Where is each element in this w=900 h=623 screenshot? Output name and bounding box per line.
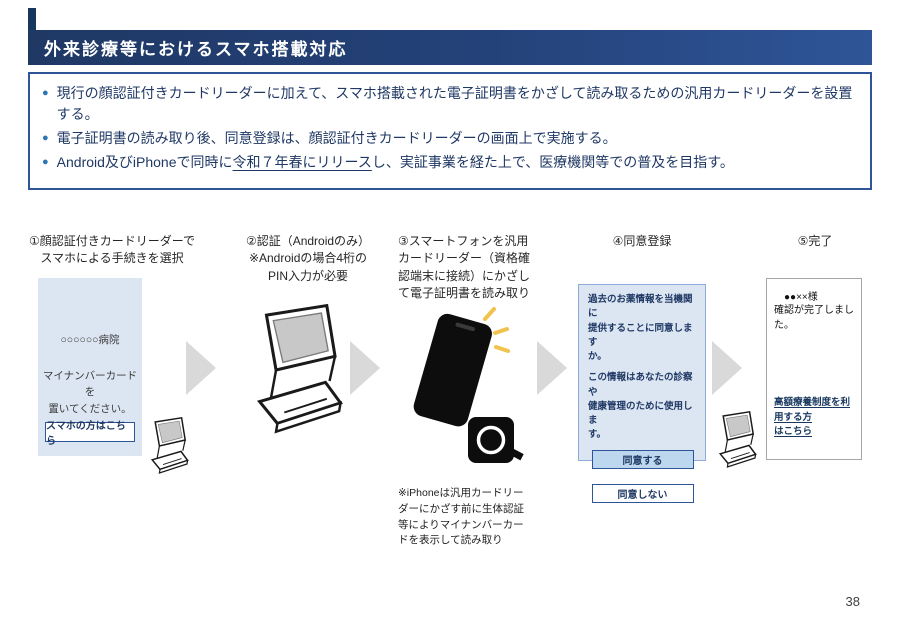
agree-button: 同意する	[591, 449, 694, 469]
arrow-right-icon	[537, 341, 567, 395]
arrow-right-icon	[186, 341, 216, 395]
page-number: 38	[845, 594, 860, 609]
place-card-instruction: マイナンバーカードを 置いてください。	[42, 370, 138, 415]
step4-caption: ④同意登録	[612, 234, 672, 248]
step4-screen-mockup: 過去のお薬情報を当機関に 提供することに同意します か。 この情報はあなたの診察…	[578, 284, 706, 503]
card-reader-icon	[718, 410, 757, 468]
step2-caption: ②認証（Androidのみ） ※Androidの場合4桁の PIN入力が必要	[245, 234, 371, 283]
face-auth-card-reader-icon	[256, 303, 343, 434]
step3-caption: ③スマートフォンを汎用 カードリーダー（資格確 認端末に接続）にかざし て電子証…	[398, 234, 531, 301]
release-date-underlined: 令和７年春にリリース	[232, 154, 372, 170]
bullet-item: ● 現行の顔認証付きカードリーダーに加えて、スマホ搭載された電子証明書をかざして…	[42, 83, 856, 125]
smartphone-option-button: スマホの方はこちら	[45, 421, 135, 447]
summary-box: ● 現行の顔認証付きカードリーダーに加えて、スマホ搭載された電子証明書をかざして…	[28, 72, 872, 190]
consent-question-text: 過去のお薬情報を当機関に 提供することに同意します か。	[588, 294, 693, 362]
hospital-name-text: ○○○○○○病院	[60, 334, 120, 346]
bullet-icon: ●	[42, 87, 49, 99]
iphone-note: ※iPhoneは汎用カードリー ダーにかざす前に生体認証 等によりマイナンバーカ…	[398, 487, 524, 547]
bullet-text-part: し、実証事業を経た上で、医療機関等での普及を目指す。	[371, 154, 734, 170]
step1-screen-mockup: ○○○○○○病院 マイナンバーカードを 置いてください。 スマホの方はこちら	[38, 278, 142, 456]
sparkle-icon	[483, 307, 510, 353]
arrow-right-icon	[712, 341, 742, 395]
completion-message: 確認が完了しました。	[774, 305, 854, 331]
slide-header: 外来診療等におけるスマホ搭載対応	[28, 30, 872, 65]
bullet-item: ● Android及びiPhoneで同時に令和７年春にリリースし、実証事業を経た…	[42, 152, 856, 173]
consent-usage-text: この情報はあなたの診察や 健康管理のために使用しま す。	[588, 372, 693, 441]
bullet-text: 電子証明書の読み取り後、同意登録は、顔認証付きカードリーダーの画面上で実施する。	[56, 130, 617, 146]
card-reader-icon	[150, 416, 189, 474]
bullet-icon: ●	[42, 156, 49, 168]
nfc-reader-icon	[468, 417, 524, 463]
bullet-text: Android及びiPhoneで同時に令和７年春にリリースし、実証事業を経た上で…	[57, 152, 734, 173]
high-cost-care-link: 高額療養制度を利用する方 はこちら	[774, 397, 851, 437]
page-title: 外来診療等におけるスマホ搭載対応	[44, 40, 348, 59]
step5-screen-mockup: ●●××様 確認が完了しました。 高額療養制度を利用する方 はこちら	[766, 278, 862, 460]
disagree-button: 同意しない	[591, 483, 694, 503]
step1-caption: ①顔認証付きカードリーダーで スマホによる手続きを選択	[28, 234, 196, 266]
bullet-item: ● 電子証明書の読み取り後、同意登録は、顔認証付きカードリーダーの画面上で実施す…	[42, 128, 856, 149]
user-name-text: ●●××様	[784, 292, 818, 303]
bullet-text: 現行の顔認証付きカードリーダーに加えて、スマホ搭載された電子証明書をかざして読み…	[56, 85, 853, 122]
smartphone-body	[413, 313, 492, 427]
step5-caption: ⑤完了	[797, 234, 833, 248]
arrow-right-icon	[350, 341, 380, 395]
bullet-icon: ●	[42, 132, 49, 144]
smartphone-icon	[413, 307, 524, 463]
bullet-text-part: Android及びiPhoneで同時に	[56, 154, 233, 170]
